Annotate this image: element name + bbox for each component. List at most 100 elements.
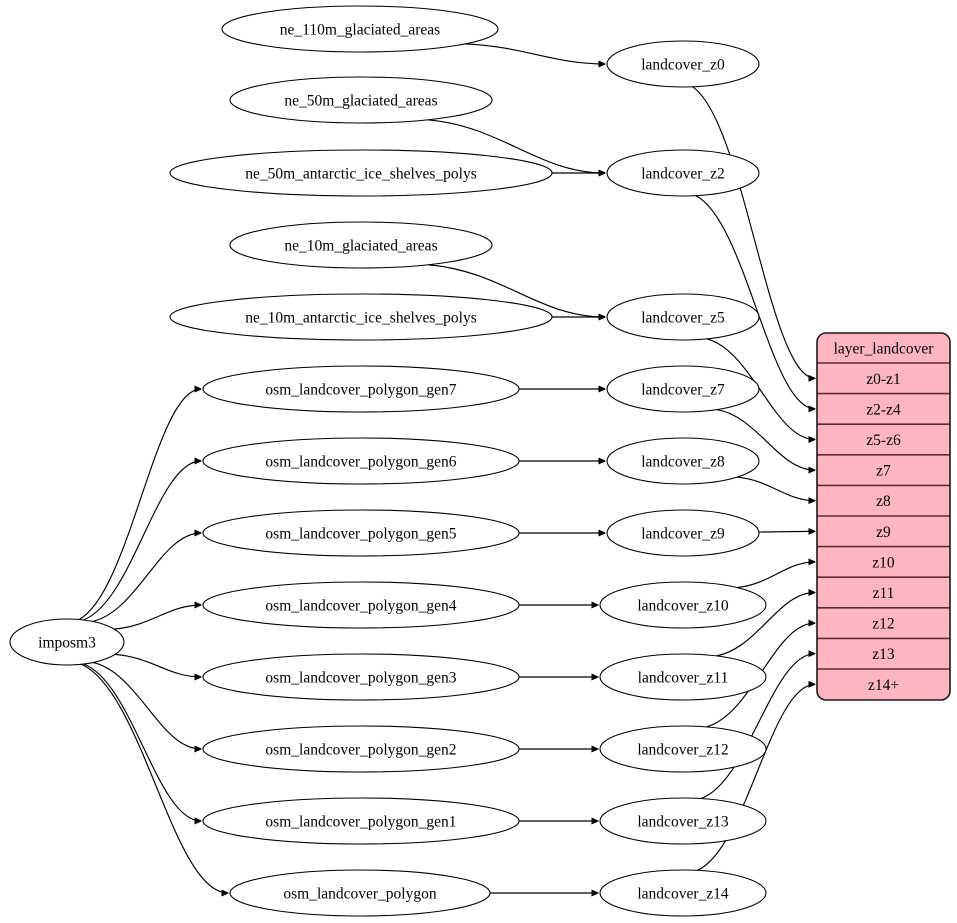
- node-label-landcover_z11: landcover_z11: [638, 670, 729, 687]
- osm-source-node-osm_landcover_polygon_gen2[interactable]: osm_landcover_polygon_gen2: [202, 725, 520, 773]
- node-shape-landcover_z7: [606, 365, 760, 413]
- edge-landcover_z9-to-layer_landcover_z9: [758, 531, 815, 532]
- node-shape-osm_landcover_polygon_gen3: [202, 653, 520, 701]
- natural-earth-node-ne_10m_glaciated_areas[interactable]: ne_10m_glaciated_areas: [229, 221, 493, 269]
- node-shape-osm_landcover_polygon_gen2: [202, 725, 520, 773]
- osm-source-node-osm_landcover_polygon_gen5[interactable]: osm_landcover_polygon_gen5: [202, 509, 520, 557]
- node-shape-landcover_z12: [599, 725, 767, 773]
- record-row-z0_z1[interactable]: z0-z1: [866, 371, 900, 388]
- node-shape-ne_10m_antarctic_ice_shelves_polys: [169, 293, 553, 341]
- node-shape-ne_110m_glaciated_areas: [221, 5, 499, 53]
- landcover-node-landcover_z10[interactable]: landcover_z10: [599, 581, 767, 629]
- osm-source-node-osm_landcover_polygon_gen7[interactable]: osm_landcover_polygon_gen7: [202, 365, 520, 413]
- node-shape-landcover_z11: [599, 653, 767, 701]
- node-label-landcover_z13: landcover_z13: [637, 814, 728, 831]
- node-label-ne_110m_glaciated_areas: ne_110m_glaciated_areas: [280, 22, 440, 39]
- node-label-osm_landcover_polygon_gen1: osm_landcover_polygon_gen1: [265, 814, 456, 831]
- record-row-z11[interactable]: z11: [873, 585, 895, 602]
- landcover-node-landcover_z12[interactable]: landcover_z12: [599, 725, 767, 773]
- record-row-z2_z4[interactable]: z2-z4: [866, 401, 901, 418]
- record-header-cell[interactable]: layer_landcover: [834, 341, 935, 358]
- node-shape-landcover_z2: [606, 149, 760, 197]
- edge-imposm3-to-osm_landcover_polygon: [81, 663, 228, 893]
- record-node-layer-landcover[interactable]: layer_landcover z0-z1 z2-z4 z5-z6 z7 z8 z9 z10 z…: [816, 332, 951, 701]
- record-row-z14_[interactable]: z14+: [868, 677, 899, 694]
- edge-landcover_z0-to-layer_landcover_z0-z1: [692, 86, 815, 378]
- record-row-label-z8: z8: [876, 493, 891, 510]
- node-label-landcover_z2: landcover_z2: [641, 166, 725, 183]
- landcover-node-landcover_z9[interactable]: landcover_z9: [606, 509, 760, 557]
- node-shape-landcover_z10: [599, 581, 767, 629]
- record-outline: [816, 332, 951, 701]
- node-label-osm_landcover_polygon_gen6: osm_landcover_polygon_gen6: [265, 454, 456, 471]
- landcover-node-landcover_z0[interactable]: landcover_z0: [606, 40, 760, 88]
- landcover-node-landcover_z13[interactable]: landcover_z13: [599, 797, 767, 845]
- node-label-osm_landcover_polygon_gen2: osm_landcover_polygon_gen2: [265, 742, 456, 759]
- node-shape-osm_landcover_polygon_gen4: [202, 581, 520, 629]
- record-row-z9[interactable]: z9: [876, 524, 891, 541]
- node-label-landcover_z0: landcover_z0: [641, 57, 725, 74]
- edge-imposm3-to-osm_landcover_polygon_gen2: [92, 661, 201, 749]
- node-shape-ne_50m_antarctic_ice_shelves_polys: [169, 149, 553, 197]
- landcover-node-landcover_z5[interactable]: landcover_z5: [606, 293, 760, 341]
- natural-earth-node-ne_10m_antarctic_ice_shelves_polys[interactable]: ne_10m_antarctic_ice_shelves_polys: [169, 293, 553, 341]
- natural-earth-node-ne_110m_glaciated_areas[interactable]: ne_110m_glaciated_areas: [221, 5, 499, 53]
- record-row-label-z13: z13: [872, 646, 895, 663]
- node-label-landcover_z7: landcover_z7: [641, 382, 725, 399]
- record-row-z7[interactable]: z7: [876, 463, 891, 480]
- node-label-landcover_z14: landcover_z14: [637, 886, 728, 903]
- edge-ne_10m_glaciated_areas-to-landcover_z5: [428, 264, 605, 317]
- node-shape-ne_50m_glaciated_areas: [229, 76, 493, 124]
- landcover-node-landcover_z11[interactable]: landcover_z11: [599, 653, 767, 701]
- natural-earth-node-ne_50m_glaciated_areas[interactable]: ne_50m_glaciated_areas: [229, 76, 493, 124]
- osm-source-node-osm_landcover_polygon_gen3[interactable]: osm_landcover_polygon_gen3: [202, 653, 520, 701]
- node-shape-osm_landcover_polygon_gen7: [202, 365, 520, 413]
- nodes-layer: imposm3 ne_110m_glaciated_areas ne_50m_gla…: [9, 5, 767, 917]
- node-shape-osm_landcover_polygon_gen5: [202, 509, 520, 557]
- node-shape-osm_landcover_polygon_gen6: [202, 437, 520, 485]
- edge-imposm3-to-osm_landcover_polygon_gen5: [92, 533, 201, 622]
- node-label-osm_landcover_polygon_gen7: osm_landcover_polygon_gen7: [265, 382, 456, 399]
- node-label-ne_50m_glaciated_areas: ne_50m_glaciated_areas: [284, 93, 437, 110]
- edge-imposm3-to-osm_landcover_polygon_gen1: [83, 663, 201, 821]
- landcover-node-landcover_z14[interactable]: landcover_z14: [599, 869, 767, 917]
- source-node-imposm3[interactable]: imposm3: [9, 618, 125, 666]
- record-row-label-z11: z11: [873, 585, 895, 602]
- record-row-z8[interactable]: z8: [876, 493, 891, 510]
- osm-source-node-osm_landcover_polygon_gen4[interactable]: osm_landcover_polygon_gen4: [202, 581, 520, 629]
- node-label-ne_50m_antarctic_ice_shelves_polys: ne_50m_antarctic_ice_shelves_polys: [245, 166, 477, 183]
- edge-ne_50m_glaciated_areas-to-landcover_z2: [427, 119, 605, 173]
- landcover-node-landcover_z2[interactable]: landcover_z2: [606, 149, 760, 197]
- edge-imposm3-to-osm_landcover_polygon_gen3: [114, 653, 201, 677]
- node-label-landcover_z5: landcover_z5: [641, 310, 725, 327]
- record-row-label-z5_z6: z5-z6: [866, 432, 901, 449]
- record-row-z13[interactable]: z13: [872, 646, 895, 663]
- node-label-ne_10m_antarctic_ice_shelves_polys: ne_10m_antarctic_ice_shelves_polys: [245, 310, 477, 327]
- record-row-z5_z6[interactable]: z5-z6: [866, 432, 901, 449]
- node-label-osm_landcover_polygon_gen3: osm_landcover_polygon_gen3: [265, 670, 456, 687]
- node-shape-imposm3: [9, 618, 125, 666]
- node-shape-landcover_z5: [606, 293, 760, 341]
- edge-ne_110m_glaciated_areas-to-landcover_z0: [464, 43, 605, 64]
- node-label-landcover_z9: landcover_z9: [641, 526, 725, 543]
- node-shape-landcover_z13: [599, 797, 767, 845]
- osm-source-node-osm_landcover_polygon_gen6[interactable]: osm_landcover_polygon_gen6: [202, 437, 520, 485]
- node-label-osm_landcover_polygon_gen5: osm_landcover_polygon_gen5: [265, 526, 456, 543]
- osm-source-node-osm_landcover_polygon_gen1[interactable]: osm_landcover_polygon_gen1: [202, 797, 520, 845]
- node-label-landcover_z12: landcover_z12: [637, 742, 728, 759]
- record-row-label-z7: z7: [876, 463, 891, 480]
- osm-source-node-osm_landcover_polygon[interactable]: osm_landcover_polygon: [229, 869, 491, 917]
- edge-landcover_z13-to-layer_landcover_z13: [700, 654, 815, 800]
- edge-landcover_z14-to-layer_landcover_z14_: [697, 684, 815, 871]
- node-shape-landcover_z14: [599, 869, 767, 917]
- record-row-z12[interactable]: z12: [872, 616, 894, 633]
- record-row-z10[interactable]: z10: [872, 554, 895, 571]
- record-row-label-z10: z10: [872, 554, 895, 571]
- landcover-node-landcover_z8[interactable]: landcover_z8: [606, 437, 760, 485]
- natural-earth-node-ne_50m_antarctic_ice_shelves_polys[interactable]: ne_50m_antarctic_ice_shelves_polys: [169, 149, 553, 197]
- node-shape-landcover_z9: [606, 509, 760, 557]
- record-row-label-z14_: z14+: [868, 677, 899, 694]
- edge-landcover_z11-to-layer_landcover_z11: [716, 593, 815, 657]
- landcover-node-landcover_z7[interactable]: landcover_z7: [606, 365, 760, 413]
